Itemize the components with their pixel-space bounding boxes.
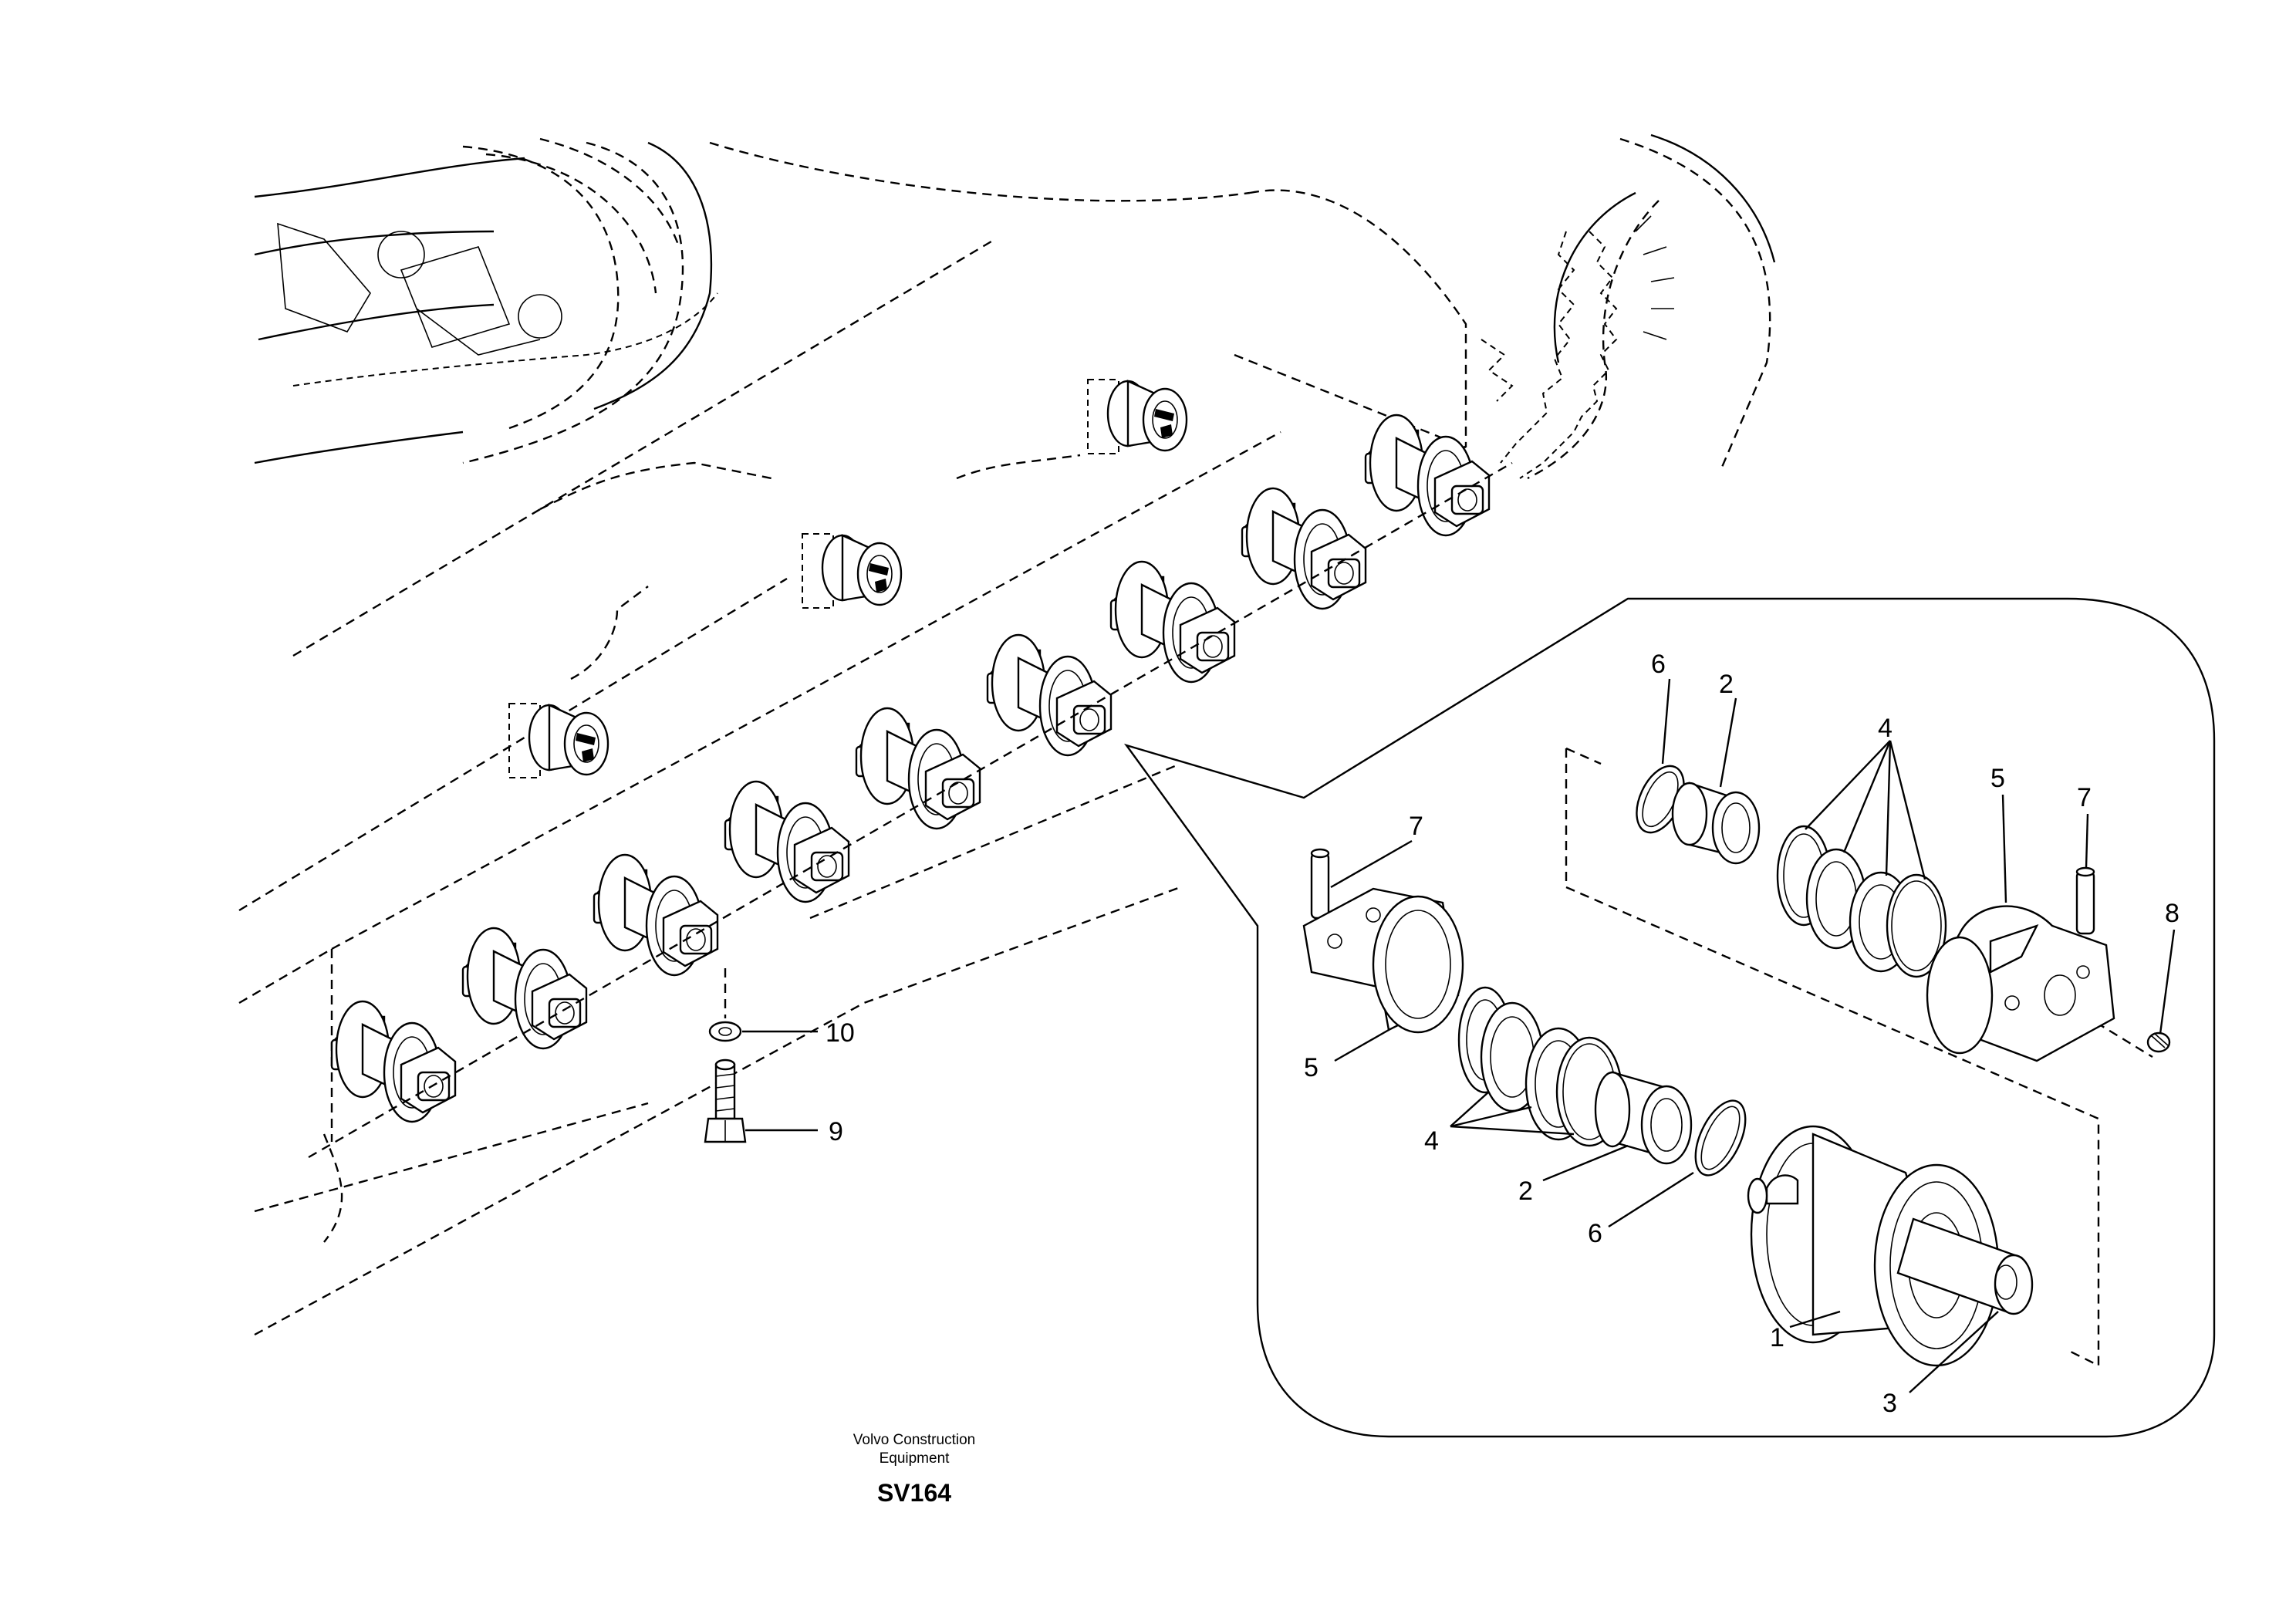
frame-outline [238, 133, 1776, 1336]
callout-6-bottom: 6 [1588, 1219, 1602, 1248]
carrier-roller-1 [1086, 378, 1188, 455]
callout-6-top: 6 [1651, 650, 1666, 679]
bushing-2-top [1671, 782, 1761, 865]
shaft-3 [1896, 1217, 2034, 1315]
snap-ring-6-bottom [1694, 1099, 1747, 1177]
callout-labels: 10 9 6 2 4 5 7 8 7 5 4 2 6 1 3 [826, 650, 2180, 1418]
sprocket-outline [1481, 215, 1675, 479]
bushing-2-bottom [1594, 1071, 1693, 1165]
washer-part [708, 968, 818, 1042]
collar-5-right [1926, 905, 2115, 1062]
callout-2-bottom: 2 [1518, 1177, 1533, 1206]
detail-view-frame [1123, 597, 2216, 1438]
callout-4-top: 4 [1878, 714, 1893, 743]
roller-axis-line [308, 461, 1513, 1159]
drawing-footer: Volvo Construction Equipment SV164 [853, 1432, 975, 1507]
plug-8 [2146, 1031, 2171, 1053]
callout-2-top: 2 [1719, 670, 1734, 699]
callout-5-right: 5 [1990, 764, 2005, 793]
seal-set-4-top [1776, 825, 1947, 978]
company-name-line1: Volvo Construction [853, 1432, 975, 1448]
callout-10: 10 [826, 1018, 855, 1048]
detail-guide-lines [1565, 747, 2153, 1367]
bolt-part [704, 1058, 818, 1143]
callout-3: 3 [1882, 1389, 1897, 1418]
callout-7-left: 7 [1409, 812, 1423, 841]
company-name-line2: Equipment [880, 1450, 950, 1467]
callout-5-left: 5 [1304, 1053, 1319, 1082]
callout-8: 8 [2165, 899, 2180, 928]
pin-7-left [1310, 848, 1330, 920]
leader-lines [1330, 678, 2176, 1393]
collar-5-left [1302, 887, 1464, 1034]
carrier-roller-2 [801, 532, 903, 609]
pin-7-right [2075, 866, 2095, 935]
track-roller-row [330, 414, 1491, 1123]
callout-1: 1 [1770, 1323, 1784, 1352]
swing-ring-detail [277, 222, 718, 387]
callout-9: 9 [829, 1117, 843, 1146]
callout-4-bottom: 4 [1424, 1126, 1439, 1156]
carrier-roller-3 [508, 702, 609, 779]
callout-7-right: 7 [2077, 783, 2092, 812]
drawing-code: SV164 [877, 1479, 951, 1507]
